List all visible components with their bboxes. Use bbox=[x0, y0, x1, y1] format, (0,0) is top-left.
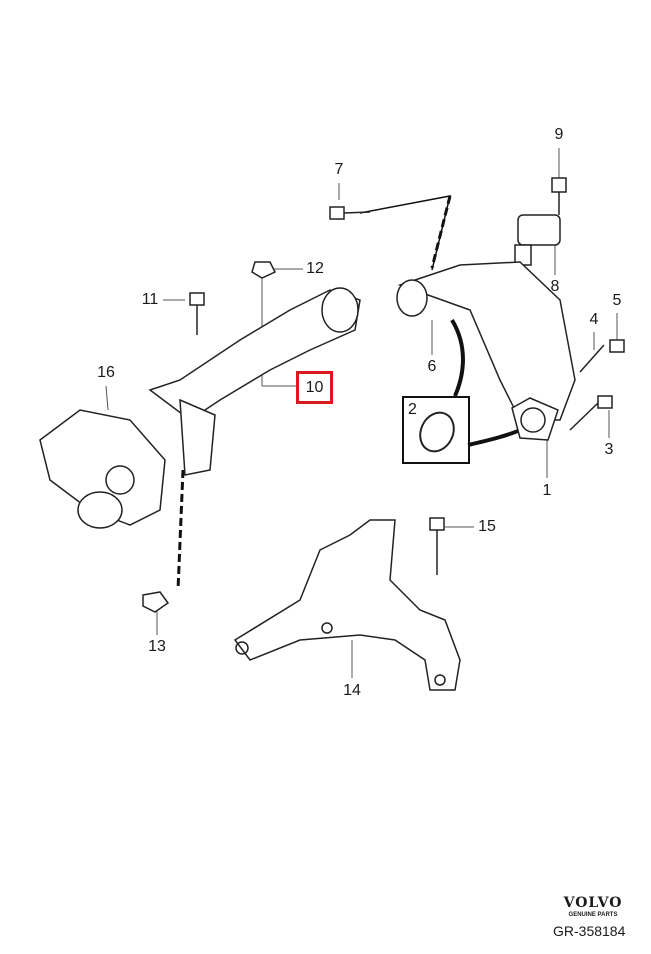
callout-5[interactable]: 5 bbox=[612, 292, 622, 309]
bracket-14 bbox=[233, 519, 461, 691]
brand-name: VOLVO bbox=[563, 895, 623, 911]
callout-12[interactable]: 12 bbox=[306, 260, 324, 277]
gasket-arrow bbox=[467, 426, 526, 447]
callout-6[interactable]: 6 bbox=[427, 358, 437, 375]
callout-16[interactable]: 16 bbox=[97, 364, 115, 381]
callout-2[interactable]: 2 bbox=[408, 401, 417, 418]
callout-15[interactable]: 15 bbox=[478, 518, 496, 535]
assembly-dashed-lines bbox=[176, 195, 452, 591]
gasket-2 bbox=[419, 411, 455, 453]
diagram-reference: GR-358184 bbox=[553, 923, 626, 939]
volvo-logo: VOLVO GENUINE PARTS bbox=[555, 895, 631, 918]
nut-5 bbox=[609, 339, 625, 353]
callout-1[interactable]: 1 bbox=[542, 482, 552, 499]
callout-4[interactable]: 4 bbox=[589, 311, 599, 328]
bolt-3 bbox=[569, 395, 613, 431]
bolt-11 bbox=[189, 292, 205, 335]
nut-13 bbox=[142, 591, 170, 613]
manifold-1 bbox=[396, 261, 576, 441]
stud-4 bbox=[579, 344, 605, 373]
callout-9[interactable]: 9 bbox=[554, 126, 564, 143]
brand-tagline: GENUINE PARTS bbox=[568, 912, 618, 918]
callout-10-highlighted[interactable]: 10 bbox=[296, 371, 333, 404]
sensor-8 bbox=[514, 177, 567, 266]
bolt-7 bbox=[329, 206, 371, 220]
bolt-15 bbox=[429, 517, 445, 575]
callout-14[interactable]: 14 bbox=[343, 682, 361, 699]
callout-7[interactable]: 7 bbox=[334, 161, 344, 178]
throttle-body-16 bbox=[39, 409, 166, 529]
callout-11[interactable]: 11 bbox=[141, 291, 159, 308]
gasket-inset-box: 2 bbox=[402, 396, 470, 464]
gasket-arrow bbox=[450, 318, 465, 397]
callout-13[interactable]: 13 bbox=[148, 638, 166, 655]
callout-3[interactable]: 3 bbox=[604, 441, 614, 458]
intake-pipe-10 bbox=[148, 287, 361, 476]
callout-8[interactable]: 8 bbox=[550, 278, 560, 295]
nut-12 bbox=[251, 261, 277, 279]
